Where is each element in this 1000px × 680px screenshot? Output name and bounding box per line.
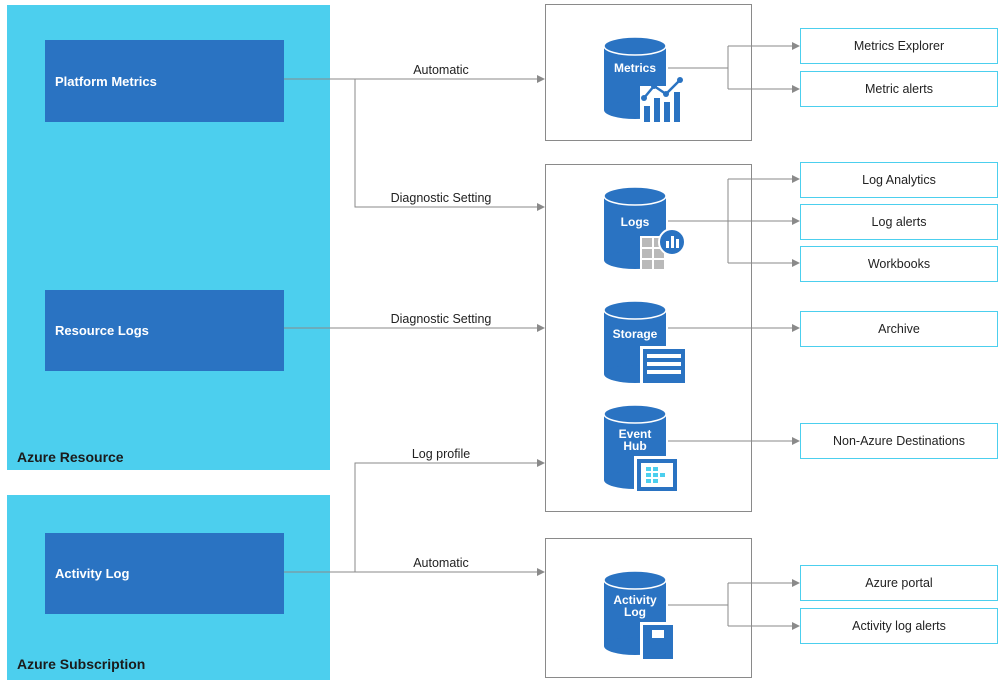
dest-log-alerts: Log alerts — [800, 204, 998, 240]
event-hub-icon — [634, 456, 680, 494]
logs-store-icon — [603, 186, 686, 272]
platform-metrics-source: Platform Metrics — [45, 40, 284, 122]
azure-resource-title: Azure Resource — [17, 449, 124, 465]
log-table-icon — [640, 228, 686, 272]
resource-logs-source: Resource Logs — [45, 290, 284, 371]
metrics-store-label: Metrics — [613, 61, 657, 75]
edge-activity-to-logprofile — [354, 459, 545, 572]
metrics-store-icon — [603, 36, 688, 124]
storage-store-label: Storage — [612, 327, 658, 341]
dest-metrics-explorer: Metrics Explorer — [800, 28, 998, 64]
activitylog-store-label: Activity Log — [613, 593, 657, 619]
eventhub-store-icon — [603, 404, 680, 494]
label-automatic-metrics: Automatic — [413, 63, 469, 77]
dest-non-azure: Non-Azure Destinations — [800, 423, 998, 459]
label-log-profile: Log profile — [411, 447, 471, 461]
dest-activity-log-alerts: Activity log alerts — [800, 608, 998, 644]
dest-archive: Archive — [800, 311, 998, 347]
edge-platform-to-logs — [354, 79, 545, 211]
label-diagnostic-setting-2: Diagnostic Setting — [390, 312, 492, 326]
dest-azure-portal: Azure portal — [800, 565, 998, 601]
activitylog-store-icon — [603, 570, 676, 662]
dest-log-analytics: Log Analytics — [800, 162, 998, 198]
edge-activitylog-to-portal — [727, 583, 799, 626]
label-diagnostic-setting-1: Diagnostic Setting — [390, 191, 492, 205]
dest-metric-alerts: Metric alerts — [800, 71, 998, 107]
label-automatic-activity: Automatic — [413, 556, 469, 570]
storage-store-icon — [603, 300, 688, 386]
line-chart-icon — [640, 77, 688, 124]
logs-store-label: Logs — [620, 215, 650, 229]
dest-workbooks: Workbooks — [800, 246, 998, 282]
eventhub-store-label: Event Hub — [618, 427, 652, 453]
activity-log-source: Activity Log — [45, 533, 284, 614]
edge-metrics-to-explorer — [727, 46, 799, 89]
azure-subscription-title: Azure Subscription — [17, 656, 146, 672]
activity-document-icon — [640, 622, 676, 662]
storage-table-icon — [640, 346, 688, 386]
